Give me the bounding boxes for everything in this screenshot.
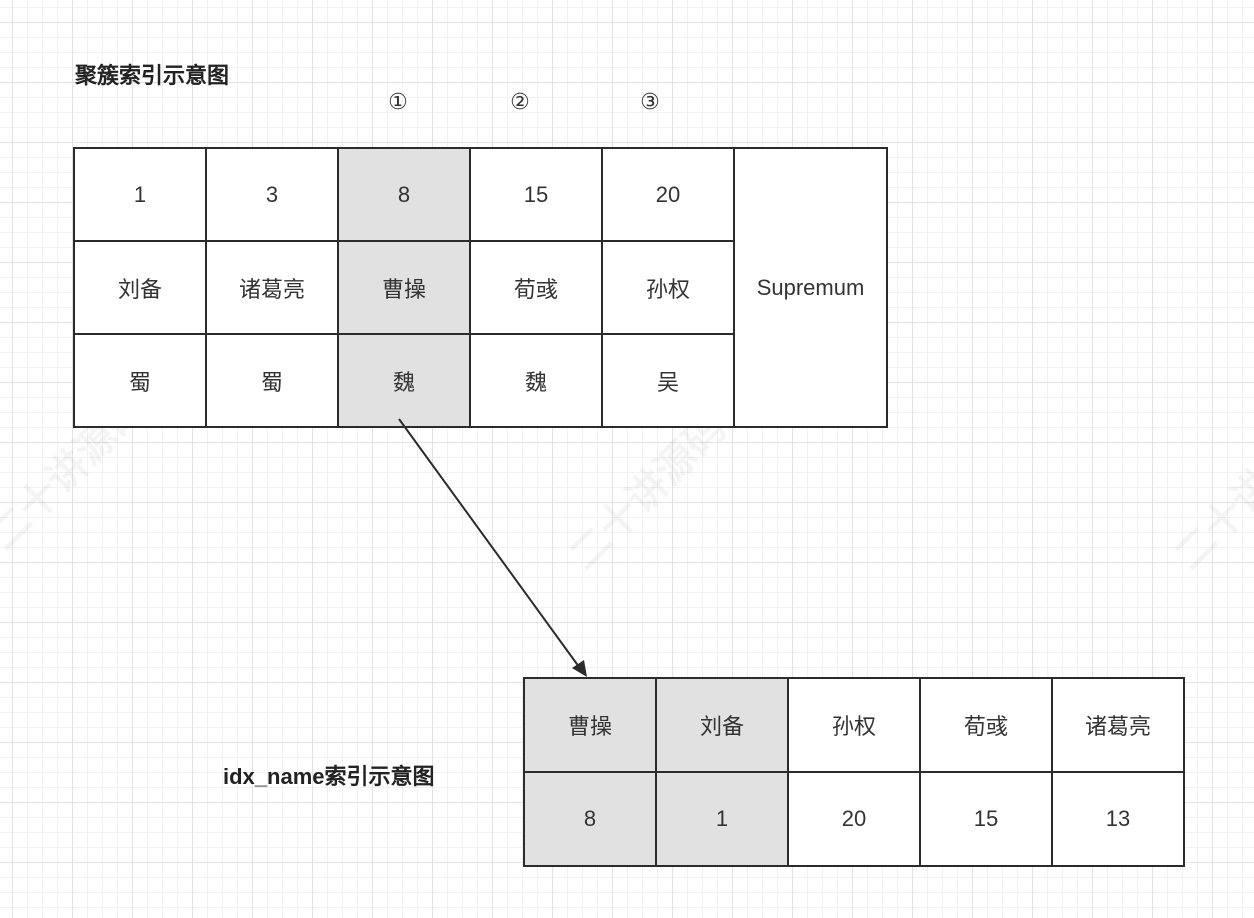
position-marker-1: ① [388, 90, 408, 115]
name-cell: 孙权 [601, 240, 735, 335]
name-cell: 刘备 [73, 240, 207, 335]
name-cell: 荀彧 [919, 677, 1053, 773]
name-cell-highlighted: 刘备 [655, 677, 789, 773]
name-cell: 诸葛亮 [1051, 677, 1185, 773]
id-cell: 15 [919, 771, 1053, 867]
id-cell: 15 [469, 147, 603, 242]
id-cell: 20 [787, 771, 921, 867]
id-cell-highlighted: 8 [523, 771, 657, 867]
kingdom-cell: 吴 [601, 333, 735, 428]
id-row: 1 3 8 15 20 Supremum [73, 147, 888, 428]
kingdom-cell: 蜀 [73, 333, 207, 428]
name-cell: 诸葛亮 [205, 240, 339, 335]
id-cell: 13 [1051, 771, 1185, 867]
name-cell-highlighted: 曹操 [523, 677, 657, 773]
watermark-right: 二十讲源码 [1159, 398, 1254, 580]
name-cell: 荀彧 [469, 240, 603, 335]
clustered-index-title: 聚簇索引示意图 [75, 63, 230, 88]
name-row: 曹操 刘备 孙权 荀彧 诸葛亮 [523, 677, 1185, 773]
id-cell: 3 [205, 147, 339, 242]
supremum-record: Supremum [733, 147, 888, 428]
id-cell: 1 [73, 147, 207, 242]
secondary-index-title: idx_name索引示意图 [223, 764, 435, 789]
name-row: 刘备 诸葛亮 曹操 荀彧 孙权 [73, 240, 887, 335]
id-cell-highlighted: 1 [655, 771, 789, 867]
id-row: 8 1 20 15 13 [523, 771, 1185, 867]
arrow-line [398, 418, 583, 672]
position-marker-3: ③ [640, 90, 660, 115]
id-cell: 20 [601, 147, 735, 242]
clustered-index-table: 1 3 8 15 20 Supremum 刘备 诸葛亮 曹操 荀彧 孙权 蜀 蜀… [73, 147, 888, 428]
arrow-head-icon [572, 660, 587, 677]
name-cell: 孙权 [787, 677, 921, 773]
id-cell-highlighted: 8 [337, 147, 471, 242]
kingdom-row: 蜀 蜀 魏 魏 吴 [73, 333, 887, 428]
secondary-index-table: 曹操 刘备 孙权 荀彧 诸葛亮 8 1 20 15 13 [523, 677, 1185, 867]
kingdom-cell: 魏 [469, 333, 603, 428]
name-cell-highlighted: 曹操 [337, 240, 471, 335]
kingdom-cell: 蜀 [205, 333, 339, 428]
position-marker-2: ② [510, 90, 530, 115]
kingdom-cell-highlighted: 魏 [337, 333, 471, 428]
